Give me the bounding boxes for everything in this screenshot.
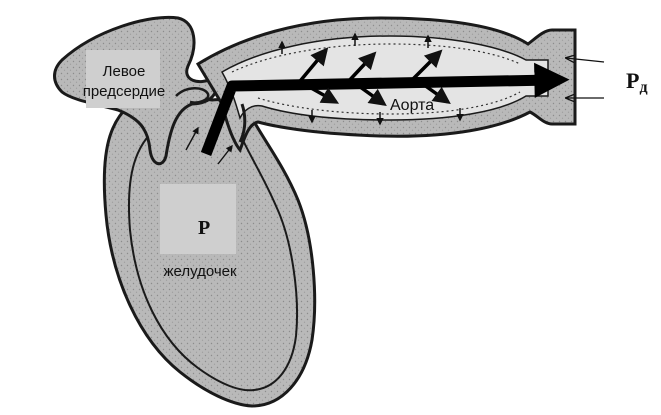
ventricle-pressure-symbol: P bbox=[198, 217, 210, 239]
ventricle-label: желудочек bbox=[163, 263, 237, 280]
aorta-label: Аорта bbox=[390, 97, 434, 114]
left-atrium-label-line1: Левое bbox=[103, 63, 146, 80]
left-atrium-label-line2: предсердие bbox=[83, 83, 166, 100]
pressure-P: P bbox=[626, 68, 639, 93]
pressure-subscript: д bbox=[639, 79, 647, 96]
diastolic-pressure-label: Pд bbox=[626, 68, 648, 96]
